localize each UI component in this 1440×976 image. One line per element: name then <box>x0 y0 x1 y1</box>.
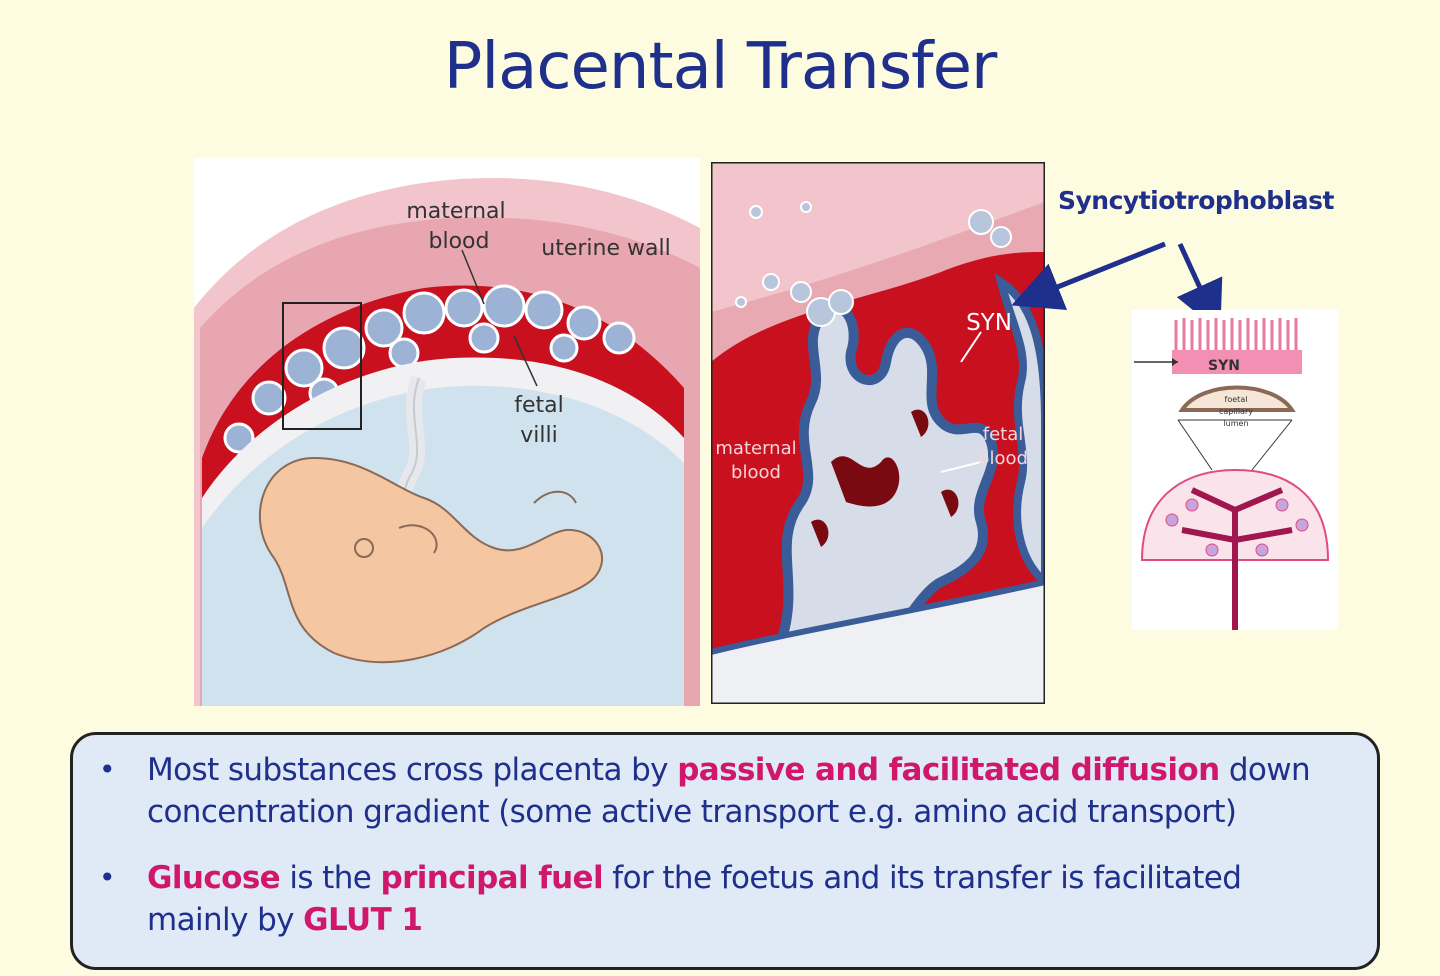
uterus-illustration: maternal blood uterine wall fetal villi <box>194 158 700 706</box>
syncytiotrophoblast-schematic: SYN foetal capillary lumen <box>1132 310 1338 630</box>
label-uterine-wall: uterine wall <box>541 236 670 261</box>
bullet-text: Most substances cross placenta by <box>147 752 678 788</box>
label-maternal-blood-1: maternal <box>406 199 505 224</box>
label-maternal-blood-mid-1: maternal <box>715 438 796 459</box>
label-syn-schematic: SYN <box>1208 358 1240 374</box>
label-fetal-blood-1: fetal <box>983 424 1024 445</box>
label-fetal-villi-2: villi <box>520 423 557 448</box>
slide-title: Placental Transfer <box>443 30 998 104</box>
label-foetal-capillary-3: lumen <box>1223 419 1248 428</box>
bullet-text: down concentration gradient (some active… <box>147 752 1311 830</box>
bullet-text: is the <box>280 860 381 896</box>
label-foetal-capillary-1: foetal <box>1225 395 1248 404</box>
label-fetal-blood-2: blood <box>978 448 1028 469</box>
syncytiotrophoblast-callout: Syncytiotrophoblast <box>1058 186 1334 215</box>
bullet-highlight: principal fuel <box>380 860 604 896</box>
label-maternal-blood-2: blood <box>429 229 490 254</box>
bullet-item: • Glucose is the principal fuel for the f… <box>97 857 1337 941</box>
bullet-dot: • <box>99 753 116 786</box>
label-maternal-blood-mid-2: blood <box>731 462 781 483</box>
label-fetal-villi-1: fetal <box>514 393 564 418</box>
bullet-text: for the foetus and its transfer is facil… <box>147 860 1242 938</box>
bullet-highlight: GLUT 1 <box>303 902 423 938</box>
bullet-item: • Most substances cross placenta by passi… <box>97 749 1337 833</box>
bullet-highlight: passive and facilitated diffusion <box>677 752 1220 788</box>
bullet-highlight: Glucose <box>147 860 281 896</box>
callout-arrows <box>1011 241 1223 330</box>
bullet-list: • Most substances cross placenta by passi… <box>97 749 1337 965</box>
villi-closeup-illustration: SYN maternal blood fetal blood <box>709 160 1049 706</box>
label-syn: SYN <box>966 310 1012 336</box>
label-foetal-capillary-2: capillary <box>1219 407 1253 416</box>
bullet-dot: • <box>99 861 116 894</box>
summary-box: • Most substances cross placenta by passi… <box>70 732 1380 970</box>
